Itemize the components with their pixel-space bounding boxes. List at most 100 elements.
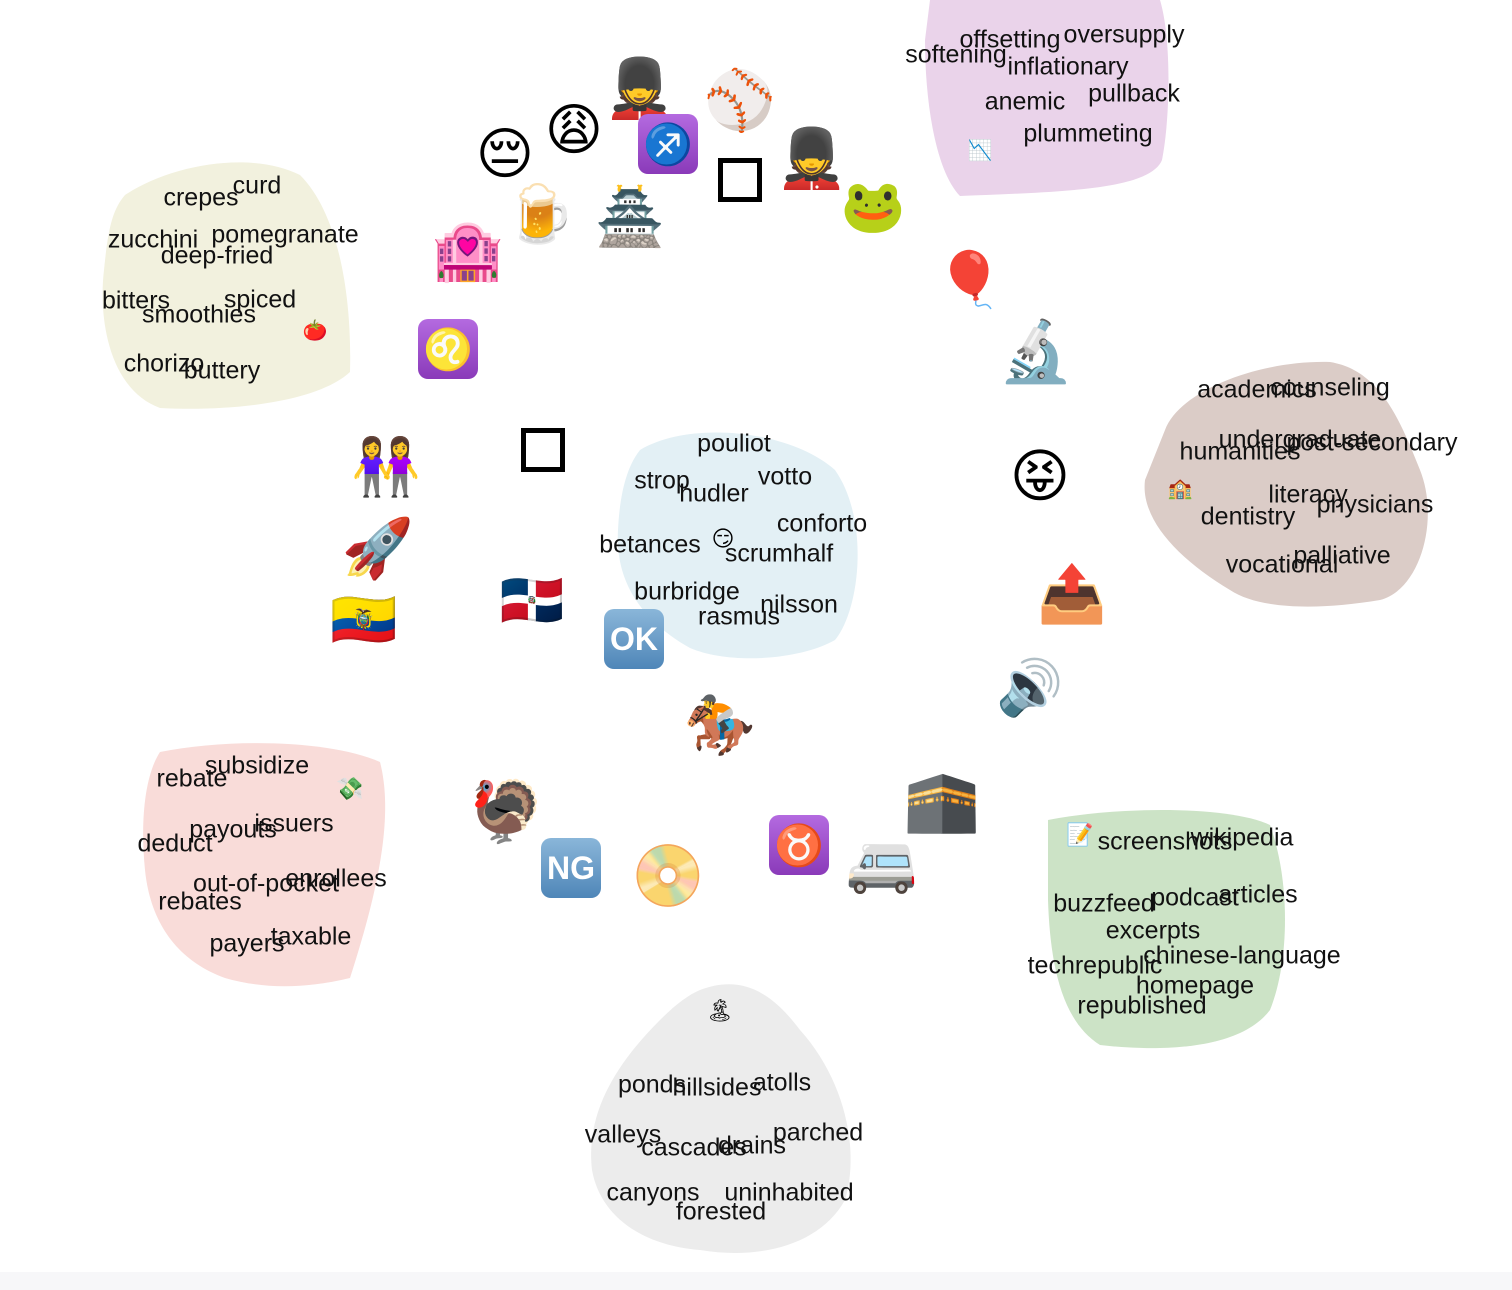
word-label: inflationary bbox=[1007, 52, 1129, 81]
dvd-icon: 📀 bbox=[630, 841, 706, 911]
word-label: issuers bbox=[254, 809, 334, 838]
guard-icon: 💂 bbox=[775, 124, 849, 192]
word-label: pullback bbox=[1088, 79, 1180, 108]
kaaba-icon: 🕋 bbox=[903, 763, 981, 836]
school-icon: 🏫 bbox=[1167, 476, 1193, 500]
word-label: wikipedia bbox=[1190, 823, 1294, 852]
word-label: subsidize bbox=[204, 751, 310, 780]
minibus-icon: 🚐 bbox=[845, 828, 919, 896]
baseball-icon: ⚾ bbox=[703, 66, 777, 134]
cluster-background-food bbox=[102, 162, 351, 409]
word-label: bitters bbox=[101, 286, 171, 315]
taurus-icon: ♉ bbox=[769, 815, 829, 875]
flag-dominican-republic-icon: 🇩🇴 bbox=[499, 571, 565, 631]
word-label: smoothies bbox=[142, 300, 256, 329]
word-label: valleys bbox=[584, 1120, 662, 1149]
ng-button-icon: NG bbox=[541, 838, 601, 898]
word-label: betances bbox=[599, 530, 701, 559]
balloon-icon: 🎈 bbox=[936, 248, 1004, 311]
ok-button-icon: OK bbox=[604, 609, 664, 669]
word-label: deduct bbox=[137, 829, 213, 858]
word-label: podcast bbox=[1151, 883, 1239, 912]
beer-mug-icon: 🍺 bbox=[505, 182, 575, 247]
word-label: scrumhalf bbox=[724, 539, 834, 568]
word-label: drains bbox=[717, 1131, 787, 1160]
word-label: canyons bbox=[606, 1178, 700, 1207]
word-label: techrepublic bbox=[1027, 951, 1163, 980]
word-label: forested bbox=[675, 1197, 767, 1226]
cluster-background-tax bbox=[143, 743, 386, 987]
rocket-icon: 🚀 bbox=[341, 514, 415, 582]
desert-island-icon: 🏝 bbox=[706, 999, 734, 1024]
cluster-background-media bbox=[1048, 810, 1285, 1049]
two-women-icon: 👭 bbox=[351, 435, 421, 500]
word-label: rebate bbox=[156, 764, 228, 793]
word-label: curd bbox=[232, 171, 282, 200]
word-label: counseling bbox=[1270, 373, 1390, 402]
word-label: crepes bbox=[163, 183, 239, 212]
cluster-background-education bbox=[1144, 361, 1428, 607]
word-label: softening bbox=[905, 40, 1007, 69]
speaker-icon: 🔊 bbox=[996, 656, 1064, 719]
word-label: spiced bbox=[223, 285, 297, 314]
word-label: homepage bbox=[1135, 971, 1255, 1000]
word-label: undergraduate bbox=[1218, 425, 1382, 454]
word-label: payers bbox=[209, 929, 285, 958]
cluster-background-sports-names bbox=[617, 432, 858, 659]
word-label: ponds bbox=[617, 1070, 687, 1099]
word-label: post-secondary bbox=[1286, 428, 1458, 457]
word-label: chorizo bbox=[123, 349, 205, 378]
word-label: academics bbox=[1197, 375, 1317, 404]
microscope-icon: 🔬 bbox=[998, 317, 1074, 387]
japanese-castle-icon: 🏯 bbox=[595, 185, 665, 250]
word-label: strop bbox=[634, 466, 690, 495]
leo-icon: ♌ bbox=[418, 319, 478, 379]
word-label: offsetting bbox=[959, 25, 1061, 54]
word-label: republished bbox=[1077, 991, 1207, 1020]
cluster-background-finance bbox=[925, 0, 1169, 196]
squinting-tongue-face-icon: 😝 bbox=[1009, 442, 1071, 510]
love-hotel-icon: 🏩 bbox=[431, 216, 505, 284]
word-label: vocational bbox=[1225, 550, 1339, 579]
word-label: rasmus bbox=[698, 602, 780, 631]
frog-face-icon: 🐸 bbox=[840, 177, 906, 237]
word-label: cascades bbox=[641, 1133, 747, 1162]
word-label: literacy bbox=[1268, 480, 1348, 509]
word-label: pomegranate bbox=[211, 220, 359, 249]
word-label: atolls bbox=[752, 1068, 812, 1097]
chart-decreasing-icon: 📉 bbox=[967, 138, 993, 162]
word-label: chinese-language bbox=[1143, 941, 1341, 970]
word-label: enrollees bbox=[285, 864, 387, 893]
word-label: excerpts bbox=[1105, 916, 1201, 945]
word-label: plummeting bbox=[1023, 119, 1153, 148]
guard-icon: 💂 bbox=[603, 54, 677, 122]
word-label: deep-fried bbox=[160, 241, 274, 270]
memo-icon: 📝 bbox=[1066, 823, 1094, 848]
word-label: oversupply bbox=[1063, 20, 1185, 49]
money-with-wings-icon: 💸 bbox=[336, 777, 364, 802]
word-label: hillsides bbox=[672, 1073, 762, 1102]
word-label: payouts bbox=[189, 815, 277, 844]
word-label: votto bbox=[757, 462, 813, 491]
word-label: taxable bbox=[270, 922, 352, 951]
word-label: conforto bbox=[776, 509, 868, 538]
word-label: humanities bbox=[1179, 437, 1301, 466]
word-label: zucchini bbox=[107, 225, 199, 254]
word-label: dentistry bbox=[1200, 502, 1296, 531]
flag-ecuador-icon: 🇪🇨 bbox=[330, 588, 398, 651]
tomato-icon: 🍅 bbox=[302, 318, 328, 342]
bottom-edge-bar bbox=[0, 1272, 1512, 1290]
cluster-background-landscape bbox=[591, 984, 851, 1253]
word-label: anemic bbox=[984, 87, 1066, 116]
word-label: pouliot bbox=[697, 429, 771, 458]
word-label: uninhabited bbox=[724, 1178, 854, 1207]
word-label: rebates bbox=[158, 887, 242, 916]
word-label: out-of-pocket bbox=[193, 869, 339, 898]
horse-racing-icon: 🏇 bbox=[683, 691, 757, 759]
smirking-face-icon: 😏 bbox=[711, 527, 735, 552]
word-label: buttery bbox=[183, 356, 261, 385]
word-label: physicians bbox=[1316, 490, 1434, 519]
word-label: palliative bbox=[1293, 541, 1391, 570]
